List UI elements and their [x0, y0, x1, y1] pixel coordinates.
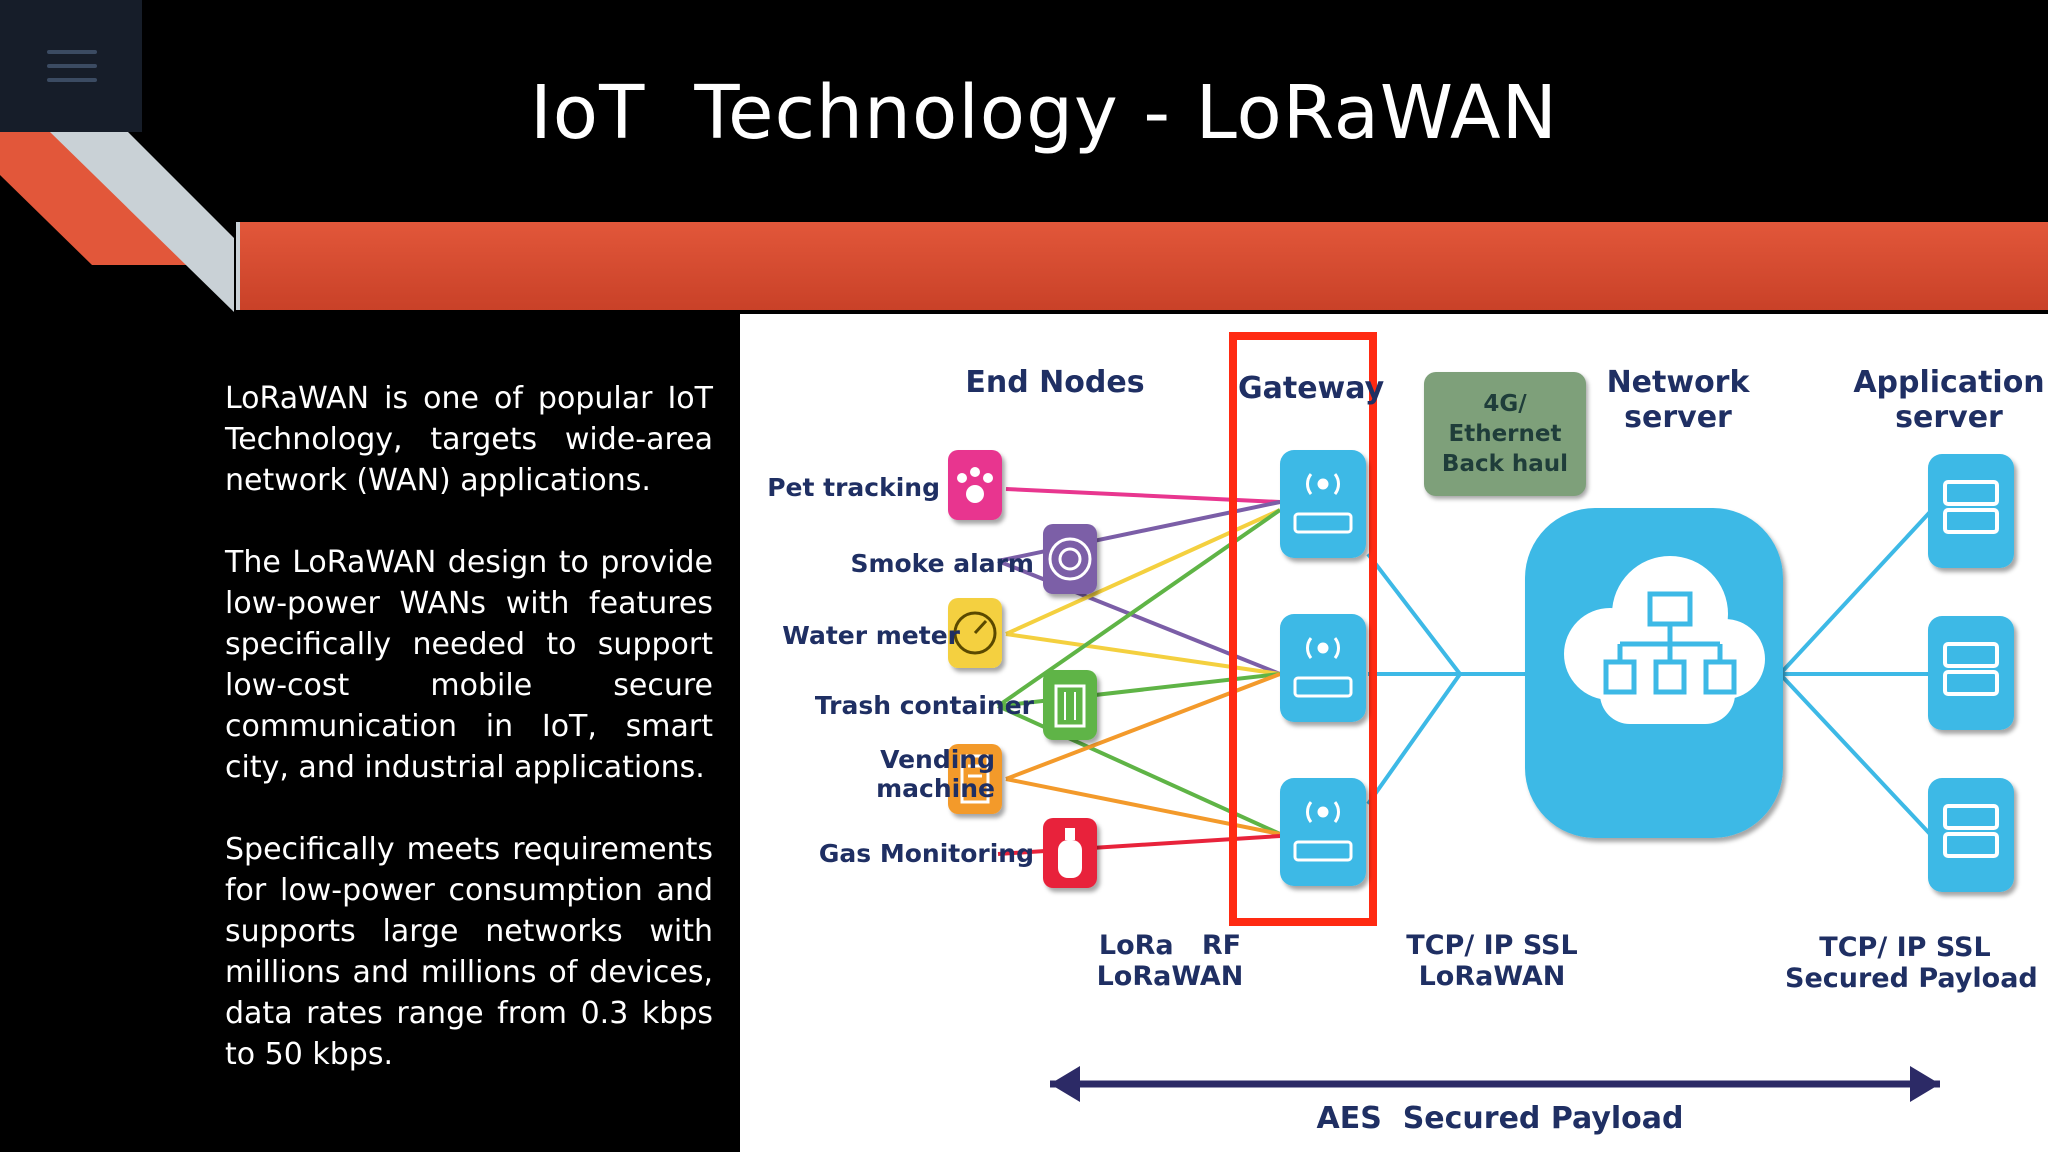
link-trash-gw3	[997, 704, 1281, 836]
rf-links	[996, 487, 1282, 856]
end-node-icons	[948, 450, 1097, 888]
gateway-router-icon	[1280, 778, 1366, 886]
gateway-glyphs	[1293, 473, 1353, 862]
end-node-label: Water meter	[782, 621, 960, 650]
lorawan-diagram: End Nodes Gateway 4G/ Ethernet Back haul…	[740, 314, 2048, 1152]
network-server-header: Network server	[1606, 365, 1750, 435]
gateway-router-icon	[1280, 450, 1366, 558]
end-node-label: Vending machine	[876, 745, 995, 803]
gateway-header: Gateway	[1238, 371, 1385, 406]
link-water-gw2	[1005, 632, 1281, 676]
paragraph-2: The LoRaWAN design to provide low-power …	[225, 545, 713, 785]
end-nodes-header: End Nodes	[965, 365, 1145, 400]
end-node-label: Trash container	[814, 691, 1034, 720]
accent-bar	[236, 222, 2048, 310]
gateway-highlight-box	[1229, 332, 1377, 926]
end-node-label: Pet tracking	[767, 473, 940, 502]
paragraph-3: Specifically meets requirements for low-…	[225, 832, 713, 1072]
slide-title: IoT Technology - LoRaWAN	[529, 70, 1559, 156]
backhaul-box: 4G/ Ethernet Back haul	[1424, 372, 1586, 496]
tcp-lorawan-label: TCP/ IP SSL LoRaWAN	[1406, 930, 1578, 993]
menu-button[interactable]	[0, 0, 142, 132]
lora-protocol-label: LoRa RF LoRaWAN	[1096, 930, 1244, 993]
tcp-payload-label: TCP/ IP SSL Secured Payload	[1785, 932, 2038, 995]
aes-label: AES Secured Payload	[1316, 1101, 1684, 1136]
hamburger-menu-icon	[47, 50, 97, 54]
link-smoke-gw1	[997, 500, 1281, 563]
gateway-router-icon	[1280, 614, 1366, 722]
body-text: LoRaWAN is one of popular IoT Technology…	[225, 378, 713, 1116]
application-server-header: Application server	[1853, 365, 2045, 435]
end-node-label: Smoke alarm	[850, 549, 1034, 578]
diagram-graphics	[948, 332, 2014, 1102]
link-pet-gw1	[1005, 487, 1281, 504]
aes-arrow	[1050, 1066, 1940, 1102]
backhaul-links	[1366, 510, 1932, 836]
link-gas-gw3	[997, 834, 1281, 856]
smoke-alarm-icon	[1043, 524, 1097, 594]
server-glyphs	[1943, 480, 1999, 858]
trash-container-icon	[1043, 670, 1097, 740]
hamburger-menu-bar	[47, 64, 97, 68]
paragraph-1: LoRaWAN is one of popular IoT Technology…	[225, 381, 713, 498]
hamburger-menu-bar	[47, 78, 97, 82]
cloud-glyph	[1564, 556, 1765, 724]
link-trash-gw1	[996, 508, 1282, 708]
end-node-label: Gas Monitoring	[818, 839, 1034, 868]
